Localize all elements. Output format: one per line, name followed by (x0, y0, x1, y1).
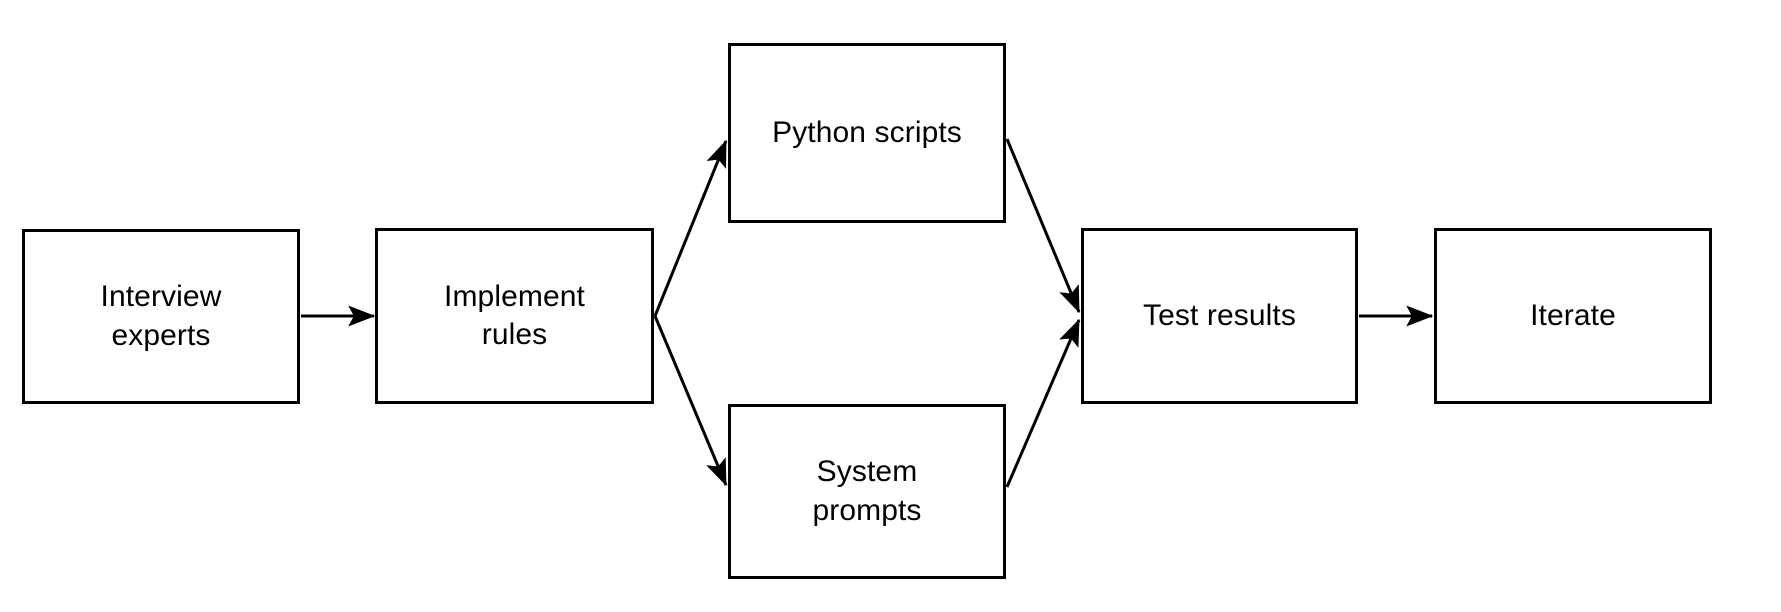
edge-python-scripts-to-test-results (1005, 138, 1081, 314)
node-label-iterate: Iterate (1530, 298, 1616, 332)
node-interview-experts[interactable]: Interview experts (22, 229, 300, 404)
node-test-results[interactable]: Test results (1081, 228, 1358, 404)
edge-system-prompts-to-test-results (1005, 318, 1081, 488)
node-label-system-prompts: System prompts (812, 455, 922, 527)
node-label-test-results: Test results (1143, 298, 1296, 332)
node-python-scripts[interactable]: Python scripts (728, 43, 1006, 223)
node-label-interview-experts: Interview experts (100, 280, 222, 352)
edge-implement-rules-to-system-prompts (653, 315, 728, 487)
node-iterate[interactable]: Iterate (1434, 228, 1712, 404)
node-implement-rules[interactable]: Implement rules (375, 228, 654, 404)
node-system-prompts[interactable]: System prompts (728, 404, 1006, 579)
node-label-implement-rules: Implement rules (444, 279, 585, 351)
node-label-python-scripts: Python scripts (772, 115, 962, 149)
edge-implement-rules-to-python-scripts (653, 139, 728, 317)
